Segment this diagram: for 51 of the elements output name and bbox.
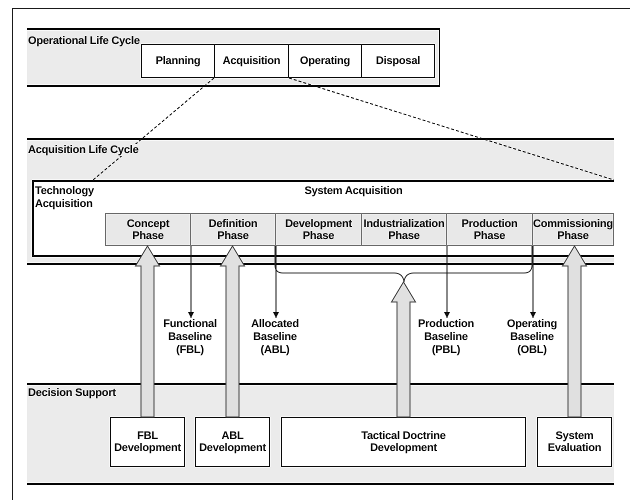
swimlane-band <box>27 138 614 265</box>
baseline-label: Operating Baseline (OBL) <box>506 318 558 357</box>
box-label: Acquisition <box>222 55 280 67</box>
box-label: Development Phase <box>285 218 352 242</box>
block-arrow <box>390 281 416 418</box>
block-arrow <box>220 245 246 418</box>
process-box <box>195 417 270 467</box>
box-label: Disposal <box>376 55 420 67</box>
box-title: Technology Acquisition <box>35 185 93 211</box>
band-title: Operational Life Cycle <box>28 35 140 47</box>
box-label: Operating <box>300 55 350 67</box>
stage-box <box>141 44 215 78</box>
dashed-line <box>92 78 214 180</box>
phase-box <box>361 213 447 246</box>
band-title: Acquisition Life Cycle <box>28 144 139 156</box>
box-label: Tactical Doctrine Development <box>360 430 447 454</box>
baseline-label: Functional Baseline (FBL) <box>163 318 217 357</box>
phase-box <box>105 213 191 246</box>
box-label: Production Phase <box>461 218 518 242</box>
phase-box <box>532 213 614 246</box>
phase-box <box>275 213 362 246</box>
arrow <box>188 246 194 318</box>
block-arrow <box>562 245 588 418</box>
block-arrow <box>134 245 160 418</box>
box-label: Definition Phase <box>208 218 258 242</box>
stage-box <box>361 44 435 78</box>
process-box <box>32 180 94 257</box>
phase-box <box>446 213 533 246</box>
swimlane-band <box>27 383 614 485</box>
dashed-line <box>288 78 614 180</box>
band-title: Decision Support <box>28 387 116 399</box>
box-label: ABL Development <box>199 430 266 454</box>
process-box <box>537 417 612 467</box>
box-label: Concept Phase <box>126 218 170 242</box>
box-title: System Acquisition <box>303 185 404 198</box>
swimlane-band <box>27 28 440 87</box>
baseline-label: Production Baseline (PBL) <box>418 318 474 357</box>
box-label: System Evaluation <box>548 430 602 454</box>
arrow <box>444 246 450 318</box>
box-label: FBL Development <box>114 430 181 454</box>
stage-box <box>288 44 362 78</box>
box-label: Planning <box>156 55 200 67</box>
arrow <box>273 246 279 318</box>
box-label: Industrialization Phase <box>364 218 444 242</box>
process-box <box>110 417 185 467</box>
baseline-label: Allocated Baseline (ABL) <box>251 318 299 357</box>
process-box <box>281 417 526 467</box>
arrow <box>530 246 536 318</box>
phase-box <box>190 213 276 246</box>
stage-box <box>214 44 289 78</box>
box-label: Commissioning Phase <box>533 218 613 242</box>
